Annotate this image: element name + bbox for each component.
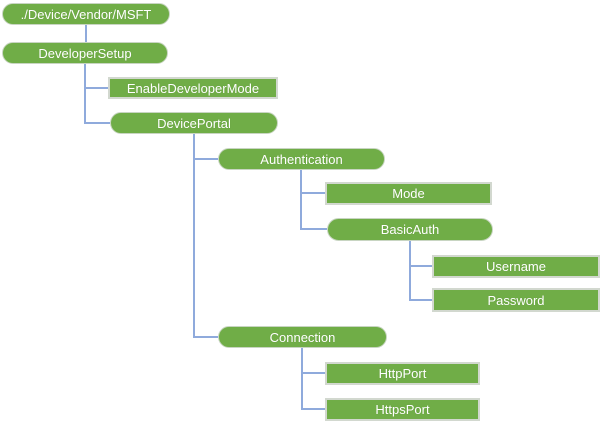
tree-node-enabledevelopermode: EnableDeveloperMode bbox=[108, 77, 278, 99]
tree-node-device-vendor-msft: ./Device/Vendor/MSFT bbox=[2, 3, 170, 25]
trunk-basicauth-connector-line bbox=[409, 241, 411, 301]
branch-connection-connector-line bbox=[193, 336, 218, 338]
branch-enabledevelopermode-connector-line bbox=[85, 87, 108, 89]
branch-mode-connector-line bbox=[300, 192, 325, 194]
tree-node-basicauth: BasicAuth bbox=[327, 218, 493, 241]
trunk-connection-connector-line bbox=[301, 348, 303, 410]
branch-deviceportal-connector-line bbox=[84, 122, 110, 124]
branch-httpport-connector-line bbox=[301, 372, 325, 374]
tree-node-username: Username bbox=[432, 255, 600, 278]
branch-basicauth-connector-line bbox=[300, 228, 327, 230]
trunk-deviceportal-connector-line bbox=[193, 134, 195, 338]
tree-node-password: Password bbox=[432, 288, 600, 312]
branch-authentication-connector-line bbox=[193, 158, 218, 160]
tree-node-developersetup: DeveloperSetup bbox=[2, 42, 168, 64]
trunk-authentication-connector-line bbox=[300, 170, 302, 230]
branch-password-connector-line bbox=[409, 299, 432, 301]
tree-node-httpport: HttpPort bbox=[325, 362, 480, 385]
branch-httpsport-connector-line bbox=[301, 408, 325, 410]
tree-node-deviceportal: DevicePortal bbox=[110, 112, 278, 134]
trunk-developersetup-connector-line bbox=[84, 64, 86, 124]
tree-node-mode: Mode bbox=[325, 182, 492, 205]
tree-node-connection: Connection bbox=[218, 326, 387, 348]
trunk-root-to-developersetup-connector-line bbox=[85, 25, 87, 42]
tree-node-httpsport: HttpsPort bbox=[325, 398, 480, 421]
branch-username-connector-line bbox=[409, 265, 432, 267]
tree-node-authentication: Authentication bbox=[218, 148, 385, 170]
